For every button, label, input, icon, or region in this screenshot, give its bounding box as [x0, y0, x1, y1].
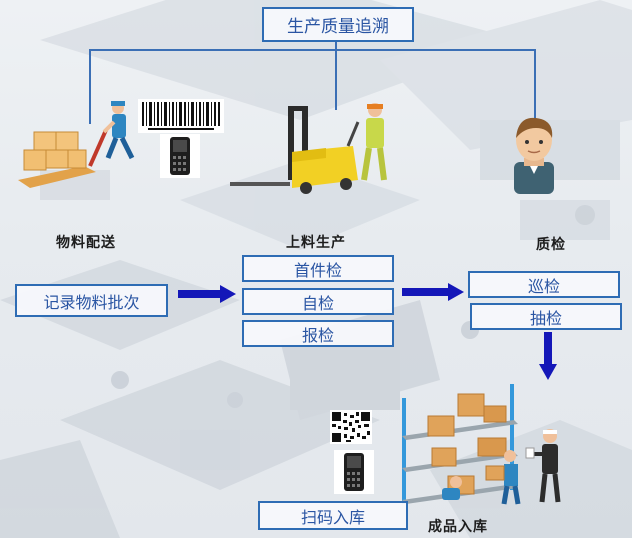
stage-label-warehouse: 成品入库	[428, 519, 488, 535]
flow-arrow-2	[402, 283, 464, 301]
stage-label-quality: 质检	[536, 237, 566, 253]
flow-arrow-1	[178, 285, 236, 303]
check-report-box: 报检	[242, 320, 394, 347]
handheld-scanner-icon	[160, 134, 200, 178]
title-box: 生产质量追溯	[262, 7, 414, 42]
qr-code-icon	[330, 410, 372, 444]
flow-arrow-down	[539, 332, 557, 380]
inspector-avatar	[514, 117, 554, 194]
record-batch-box: 记录物料批次	[15, 284, 168, 317]
trace-line-right	[336, 49, 536, 118]
warehouse-shelf-figure	[402, 384, 561, 505]
check-sampling-box: 抽检	[470, 303, 622, 330]
delivery-worker-figure	[18, 101, 135, 188]
forklift-figure	[230, 103, 387, 194]
check-first-article-box: 首件检	[242, 255, 394, 282]
scan-warehouse-box: 扫码入库	[258, 501, 408, 530]
check-patrol-box: 巡检	[468, 271, 620, 298]
handheld-scanner-icon	[334, 450, 374, 494]
barcode-icon	[138, 99, 224, 133]
stage-label-material-delivery: 物料配送	[56, 235, 116, 251]
stage-label-production: 上料生产	[286, 235, 346, 251]
trace-line-left	[89, 49, 336, 124]
check-self-box: 自检	[242, 288, 394, 315]
